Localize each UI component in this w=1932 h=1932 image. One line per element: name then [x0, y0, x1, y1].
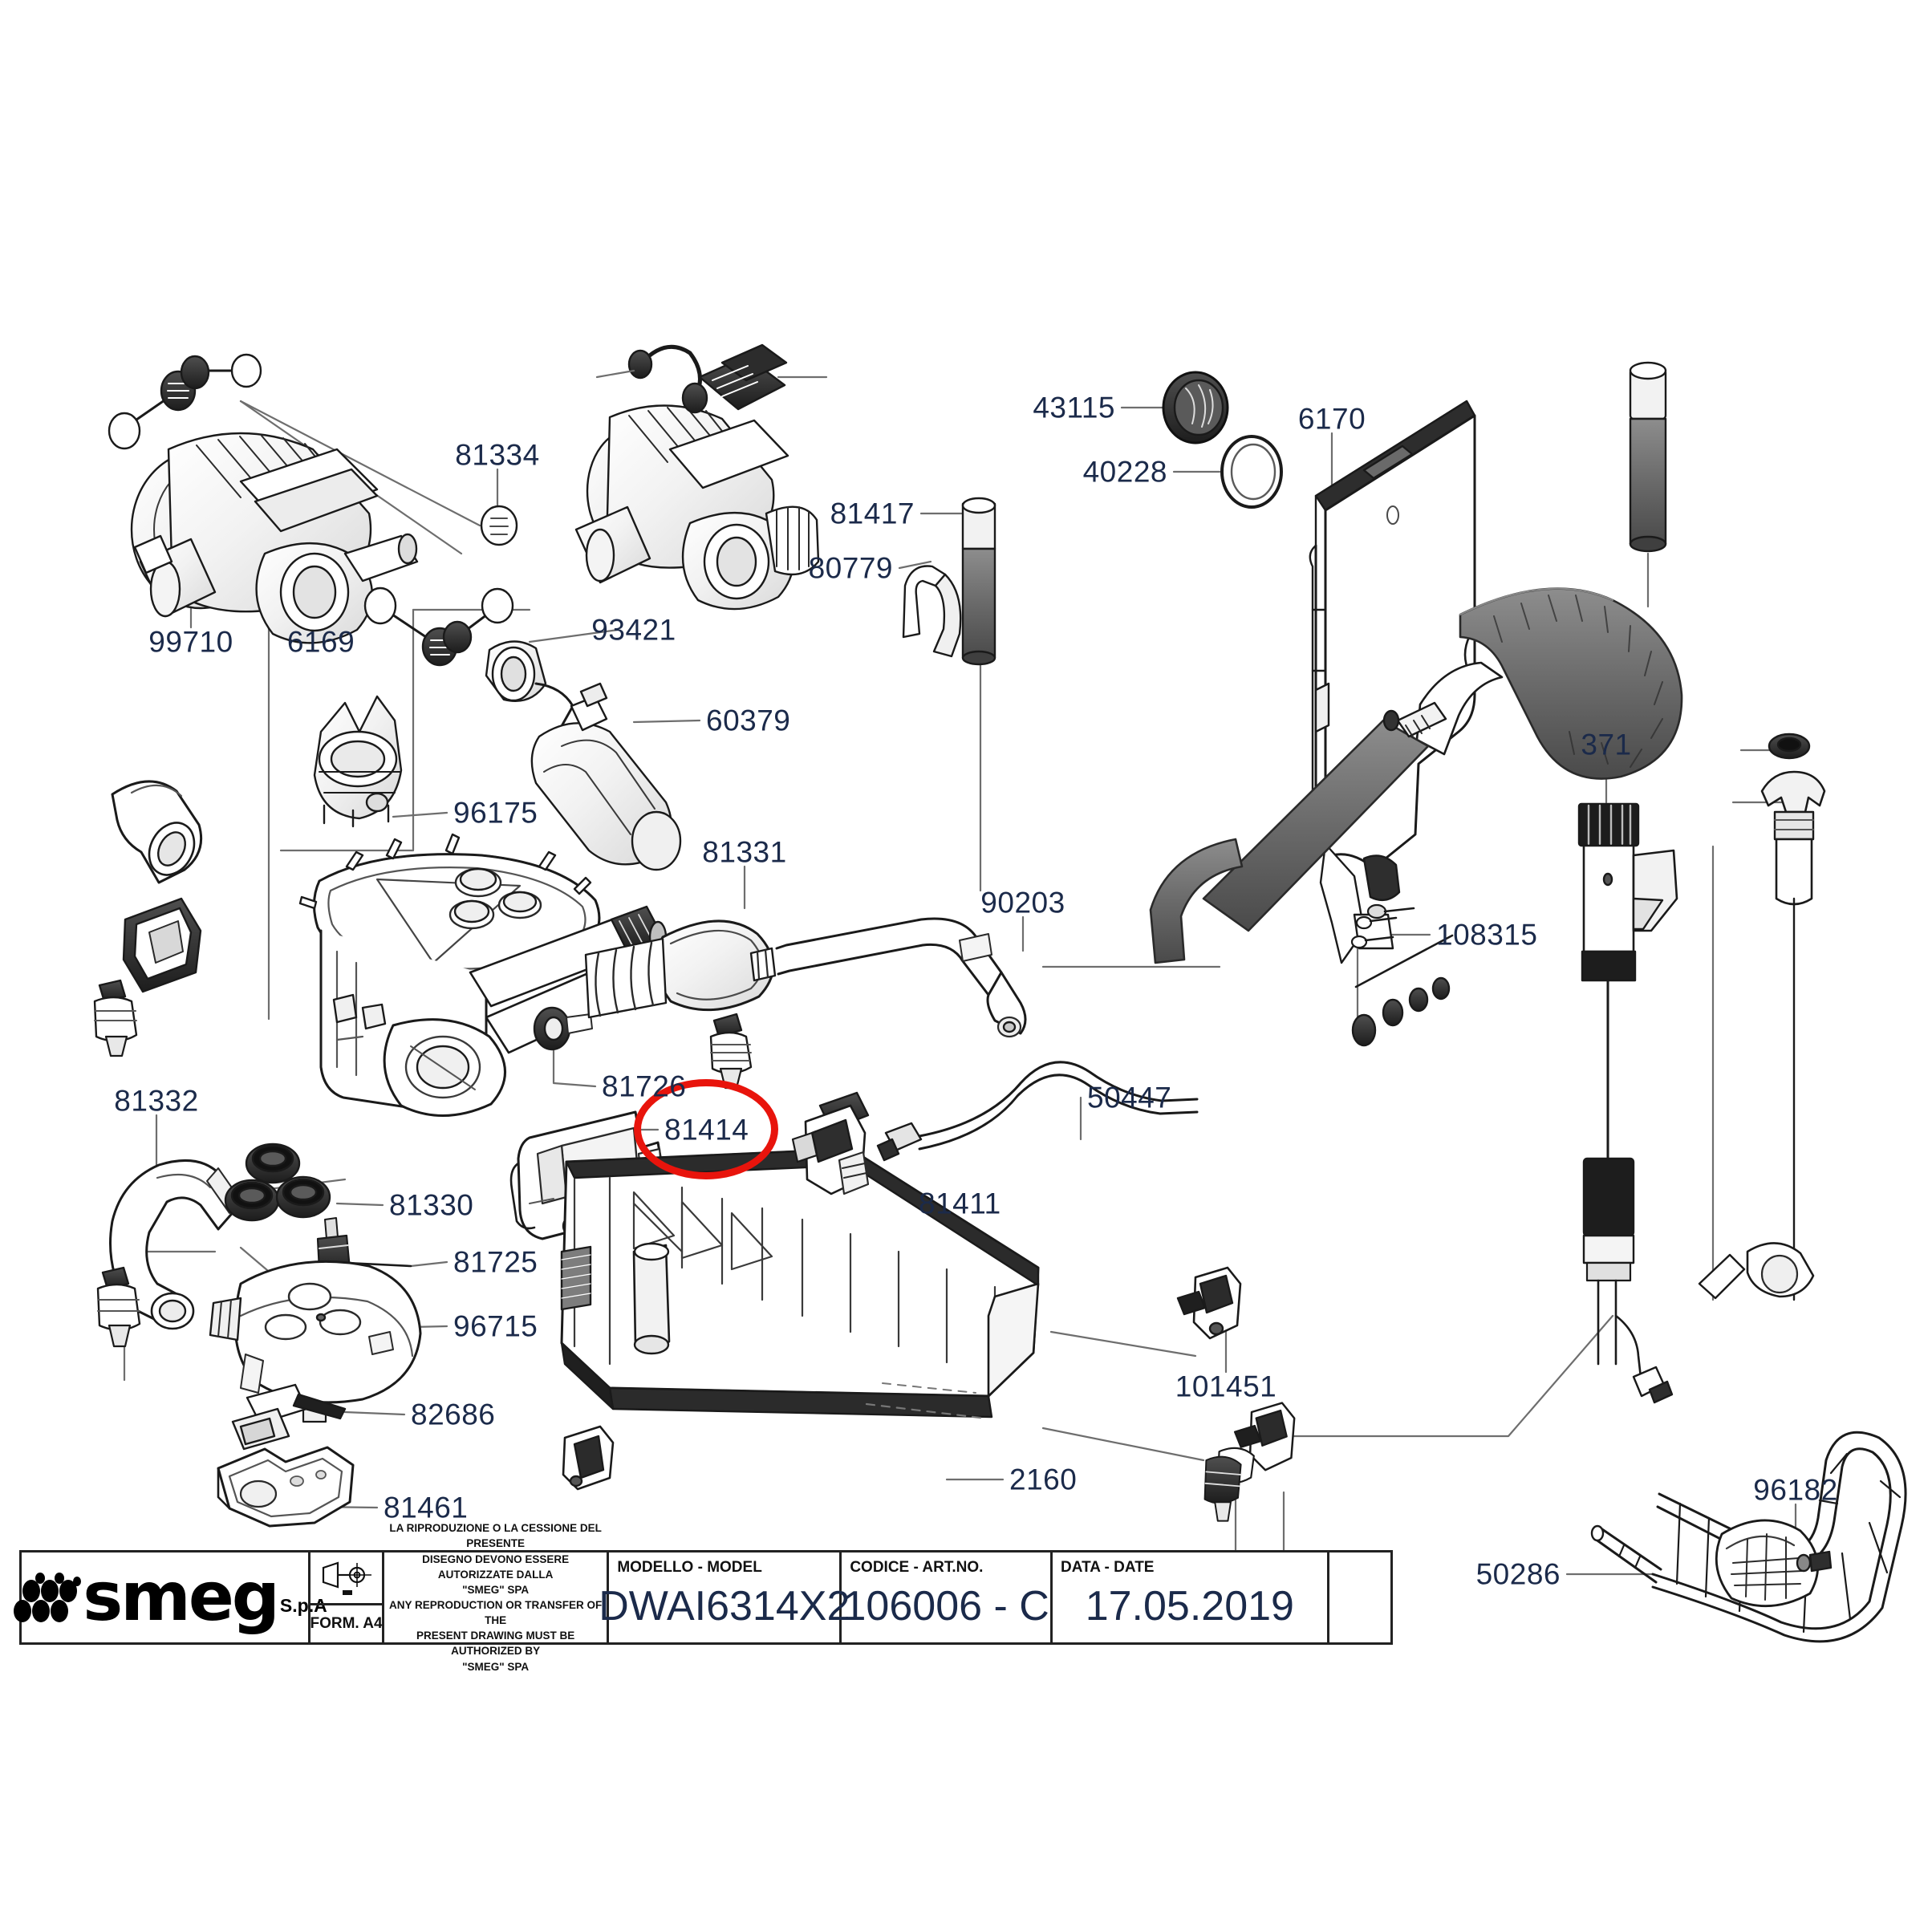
date-field: DATA - DATE 17.05.2019	[1053, 1552, 1329, 1642]
part-label-99710[interactable]: 99710	[148, 625, 233, 659]
clips-101451	[1176, 1266, 1296, 1522]
aquastop-371	[1577, 802, 1678, 1404]
copyright-line-2: DISEGNO DEVONO ESSERE AUTORIZZATE DALLA	[422, 1552, 570, 1581]
hose-81417	[961, 497, 996, 666]
model-field-header: MODELLO - MODEL	[617, 1559, 762, 1576]
sensor-left-upper	[93, 979, 138, 1057]
bellows-81331	[584, 919, 774, 1019]
format-cell: FORM. A4	[310, 1552, 384, 1642]
copyright-line-4: ANY REPRODUCTION OR TRANSFER OF THE	[389, 1599, 603, 1627]
seal-40228	[1220, 435, 1283, 509]
part-label-40228[interactable]: 40228	[1082, 455, 1167, 489]
article-field-header: CODICE - ART.NO.	[850, 1559, 984, 1576]
sensor-left-lower	[96, 1266, 141, 1348]
projection-symbol-icon	[310, 1552, 382, 1605]
model-field-value: DWAI6314X2	[599, 1583, 850, 1630]
part-label-96175[interactable]: 96175	[453, 796, 538, 830]
part-label-81331[interactable]: 81331	[702, 835, 787, 869]
part-label-81330[interactable]: 81330	[389, 1188, 474, 1222]
part-label-60379[interactable]: 60379	[706, 704, 791, 737]
title-block-tail-cell	[1329, 1552, 1390, 1642]
clip-80779	[902, 565, 962, 658]
part-label-81726[interactable]: 81726	[602, 1070, 687, 1103]
copyright-line-1: LA RIPRODUZIONE O LA CESSIONE DEL PRESEN…	[389, 1522, 602, 1550]
aspiration-hose-50286	[1590, 1431, 1907, 1643]
part-label-96715[interactable]: 96715	[453, 1309, 538, 1343]
part-label-81332[interactable]: 81332	[114, 1084, 199, 1118]
part-label-90203[interactable]: 90203	[980, 886, 1065, 919]
part-label-81461[interactable]: 81461	[384, 1491, 469, 1524]
title-block: smeg S.p.A FORM. A4 LA RIPRODUZIO	[14, 1522, 1393, 1673]
part-label-371[interactable]: 371	[1581, 728, 1632, 761]
sensor-upper	[709, 1013, 753, 1090]
part-label-43115[interactable]: 43115	[1033, 391, 1115, 424]
hose-90203	[749, 917, 1027, 1038]
duct-left	[111, 780, 203, 884]
part-label-50286[interactable]: 50286	[1475, 1557, 1561, 1591]
part-label-96182[interactable]: 96182	[1753, 1473, 1838, 1507]
inlet-valve-right	[1698, 733, 1826, 1301]
brand-name: smeg	[83, 1557, 280, 1637]
date-field-value: 17.05.2019	[1085, 1583, 1294, 1630]
switch-82686	[231, 1383, 347, 1451]
part-label-108315[interactable]: 108315	[1436, 918, 1538, 952]
date-field-header: DATA - DATE	[1061, 1559, 1155, 1576]
filter-bowl-96715	[209, 1260, 422, 1423]
copyright-line-5: PRESENT DRAWING MUST BE AUTHORIZED BY	[416, 1630, 575, 1658]
article-field: CODICE - ART.NO. 106006 - C	[842, 1552, 1053, 1642]
drip-tray-81461	[217, 1446, 355, 1528]
smeg-dots-icon	[14, 1572, 82, 1622]
screws-108315	[1350, 903, 1415, 949]
part-label-101451[interactable]: 101451	[1175, 1370, 1277, 1403]
article-field-value: 106006 - C	[842, 1583, 1049, 1630]
part-label-81417[interactable]: 81417	[830, 497, 915, 530]
wash-pump-left	[108, 353, 518, 667]
part-label-6169[interactable]: 6169	[286, 625, 355, 659]
brand-logo: smeg S.p.A	[14, 1552, 327, 1642]
part-label-93421[interactable]: 93421	[591, 613, 676, 647]
drain-hose-corrugated	[1149, 361, 1683, 964]
filter-43115	[1162, 371, 1229, 444]
grommet-81726	[533, 1006, 593, 1051]
bushes-81330	[224, 1143, 331, 1222]
part-label-81725[interactable]: 81725	[453, 1245, 538, 1279]
format-label: FORM. A4	[310, 1615, 383, 1632]
wash-pump-right	[574, 343, 828, 611]
part-label-82686[interactable]: 82686	[411, 1398, 496, 1431]
part-label-80779[interactable]: 80779	[808, 551, 893, 585]
copyright-line-3: "SMEG" SPA	[462, 1583, 530, 1596]
part-label-81334[interactable]: 81334	[455, 438, 540, 472]
part-label-6170[interactable]: 6170	[1297, 402, 1366, 436]
copyright-line-6: "SMEG" SPA	[462, 1660, 530, 1673]
bracket-left	[122, 897, 202, 993]
harness-50447	[876, 1061, 1199, 1162]
part-label-81411[interactable]: 81411	[919, 1187, 1001, 1220]
model-field: MODELLO - MODEL DWAI6314X2	[599, 1552, 850, 1642]
heater-hose-60379	[485, 640, 682, 871]
part-label-50447[interactable]: 50447	[1087, 1081, 1172, 1114]
part-label-2160[interactable]: 2160	[1009, 1463, 1078, 1496]
copyright-notice: LA RIPRODUZIONE O LA CESSIONE DEL PRESEN…	[384, 1522, 610, 1673]
sump-housing	[298, 833, 668, 1117]
base-chassis-2160	[560, 1147, 1040, 1491]
part-label-81414[interactable]: 81414	[664, 1113, 749, 1147]
spray-support-96175	[313, 695, 403, 828]
switch-81411	[791, 1091, 870, 1195]
